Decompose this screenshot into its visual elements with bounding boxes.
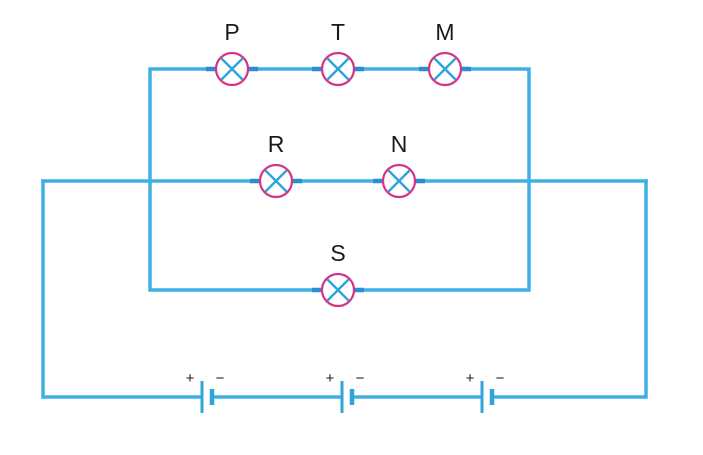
lamp-m-label: M <box>435 19 454 45</box>
battery-cell-1: + − <box>186 370 225 413</box>
lamp-r-label: R <box>268 131 285 157</box>
battery-cell-2: + − <box>326 370 365 413</box>
lamp-s: S <box>312 240 364 308</box>
lamp-t-label: T <box>331 19 345 45</box>
cell-positive-sign: + <box>186 370 195 387</box>
wires <box>41 67 648 399</box>
lamp-s-label: S <box>330 240 345 266</box>
cell-negative-sign: − <box>216 370 225 387</box>
cell-positive-sign: + <box>326 370 335 387</box>
battery-gaps <box>203 390 492 404</box>
battery-cell-3: + − <box>466 370 505 413</box>
cell-negative-sign: − <box>496 370 505 387</box>
lamp-p: P <box>206 19 258 87</box>
cell-positive-sign: + <box>466 370 475 387</box>
lamp-m: M <box>419 19 471 87</box>
lamp-n: N <box>373 131 425 199</box>
lamp-n-label: N <box>391 131 408 157</box>
lamp-t: T <box>312 19 364 87</box>
lamp-p-label: P <box>224 19 239 45</box>
cell-negative-sign: − <box>356 370 365 387</box>
lamp-r: R <box>250 131 302 199</box>
